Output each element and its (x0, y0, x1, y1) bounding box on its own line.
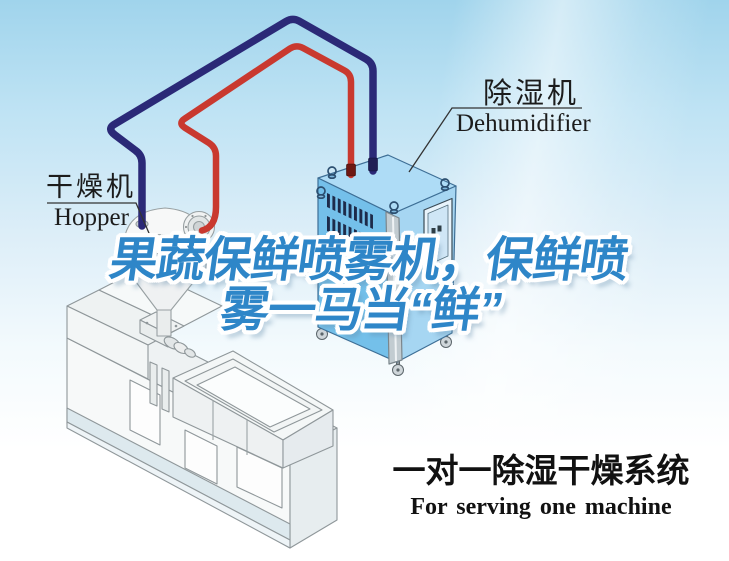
headline: 果蔬保鲜喷雾机，保鲜喷 雾一马当“鲜” (13, 234, 717, 337)
caption-block: 一对一除湿干燥系统 For serving one machine (385, 454, 697, 521)
leader-lines (47, 107, 582, 255)
headline-line-2: 雾一马当“鲜” (217, 284, 506, 337)
control-panel (423, 197, 453, 274)
dehumidifier-label-cn: 除湿机 (483, 78, 580, 110)
caster-wheels (316, 324, 452, 376)
dehumidifier-label-en: Dehumidifier (456, 110, 591, 137)
supply-pipe-red (178, 43, 355, 234)
eye-bolts (316, 166, 450, 215)
return-pipe-navy (107, 15, 377, 230)
red-pipe-ferrule (346, 163, 356, 177)
dryer-label-cn: 干燥机 (46, 172, 136, 202)
extruder-machine (66, 267, 338, 549)
navy-pipe-ferrule (368, 157, 378, 172)
dehumidifier-leader-line (408, 107, 582, 173)
dryer-label-en: Hopper (54, 204, 129, 231)
dryer-leader-line (47, 202, 159, 255)
headline-line-1: 果蔬保鲜喷雾机，保鲜喷 (106, 234, 631, 287)
dehumidifier-unit (316, 154, 457, 376)
caption-title: 一对一除湿干燥系统 (392, 454, 690, 490)
caption-subtitle: For serving one machine (410, 494, 672, 521)
vent-grille (327, 193, 377, 279)
